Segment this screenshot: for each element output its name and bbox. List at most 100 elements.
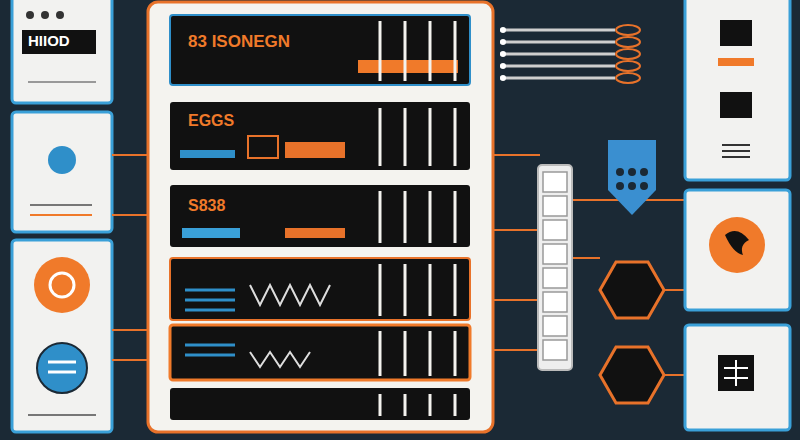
bay-divider [404, 191, 407, 243]
cable-squiggle [250, 285, 330, 305]
icon-line [48, 371, 76, 374]
rack-unit [170, 258, 470, 320]
bay-divider [404, 264, 407, 316]
panel-line [30, 204, 92, 206]
bay-divider [379, 331, 382, 376]
icon-ring [50, 273, 74, 297]
status-bar [285, 228, 345, 238]
side-panel [12, 112, 112, 232]
handle-loop [616, 37, 640, 47]
handle-end [500, 75, 506, 81]
port [248, 136, 278, 158]
indicator-dot [26, 11, 34, 19]
rack-unit-label: 83 ISONEGN [182, 30, 296, 54]
slot-cell [543, 220, 567, 240]
side-panel [685, 325, 790, 430]
handle-end [500, 39, 506, 45]
bay-dividers [380, 21, 455, 416]
side-panel [12, 240, 112, 432]
bay-divider [454, 331, 457, 376]
handle-rod [500, 29, 615, 32]
status-bar [180, 150, 235, 158]
rack-unit [170, 102, 470, 170]
handle-end [500, 27, 506, 33]
cable-squiggle [250, 352, 310, 367]
rack-unit-label: S838 [182, 195, 231, 217]
icon-square [720, 20, 752, 46]
indicator-dot [56, 11, 64, 19]
drawer-handles [500, 25, 640, 83]
slot-cell [543, 172, 567, 192]
bay-divider [429, 264, 432, 316]
wires [493, 155, 685, 375]
icon-square [718, 355, 754, 391]
handle-end [500, 51, 506, 57]
bay-divider [379, 191, 382, 243]
rack-housing [148, 2, 493, 432]
slot-cells [543, 172, 567, 360]
status-bar [182, 228, 240, 238]
panel-line [30, 214, 92, 216]
indicator-dot [41, 11, 49, 19]
icon-circle [34, 257, 90, 313]
handle-loop [616, 25, 640, 35]
panel-line [28, 414, 96, 416]
handle-end [500, 63, 506, 69]
bay-divider [454, 21, 457, 81]
rack-unit [170, 185, 470, 247]
handle-rod [500, 77, 615, 80]
bay-divider [379, 108, 382, 166]
handle-loop [616, 49, 640, 59]
node-text: S838 [188, 197, 225, 215]
rack-unit-label: EGGS [182, 110, 240, 132]
bay-divider [379, 264, 382, 316]
node-text: HIIOD [28, 32, 70, 49]
bay-divider [404, 108, 407, 166]
handle-rod [500, 53, 615, 56]
rack-unit [170, 15, 470, 85]
side-panel [685, 0, 790, 180]
label-plate [22, 30, 96, 54]
status-lines [185, 290, 235, 310]
tag [608, 140, 656, 215]
port [285, 142, 345, 158]
status-lines [185, 345, 235, 355]
node-text: 83 ISONEGN [188, 32, 290, 52]
bay-divider [454, 394, 457, 416]
slot-cell [543, 292, 567, 312]
bay-divider [429, 108, 432, 166]
bay-divider [454, 108, 457, 166]
slot-cell [543, 244, 567, 264]
hex-tag [600, 262, 664, 318]
icon-circle [48, 146, 76, 174]
bay-divider [454, 191, 457, 243]
slot-strip [538, 165, 572, 370]
rack-unit [170, 388, 470, 420]
panel-line [28, 81, 96, 83]
status-bar [358, 60, 458, 73]
bay-divider [429, 191, 432, 243]
slot-cell [543, 196, 567, 216]
bay-divider [379, 394, 382, 416]
icon-circle [37, 343, 87, 393]
bay-divider [429, 21, 432, 81]
bay-divider [404, 394, 407, 416]
handle-rod [500, 41, 615, 44]
slot-cell [543, 340, 567, 360]
bay-divider [404, 21, 407, 81]
bay-divider [429, 394, 432, 416]
bay-divider [429, 331, 432, 376]
handle-rod [500, 65, 615, 68]
side-panel [685, 190, 790, 310]
side-panel [12, 0, 112, 103]
icon-square [720, 92, 752, 118]
tag-dots [616, 168, 648, 190]
handle-loop [616, 61, 640, 71]
icon-line [48, 361, 76, 364]
bay-divider [404, 331, 407, 376]
status-bar [718, 58, 754, 66]
